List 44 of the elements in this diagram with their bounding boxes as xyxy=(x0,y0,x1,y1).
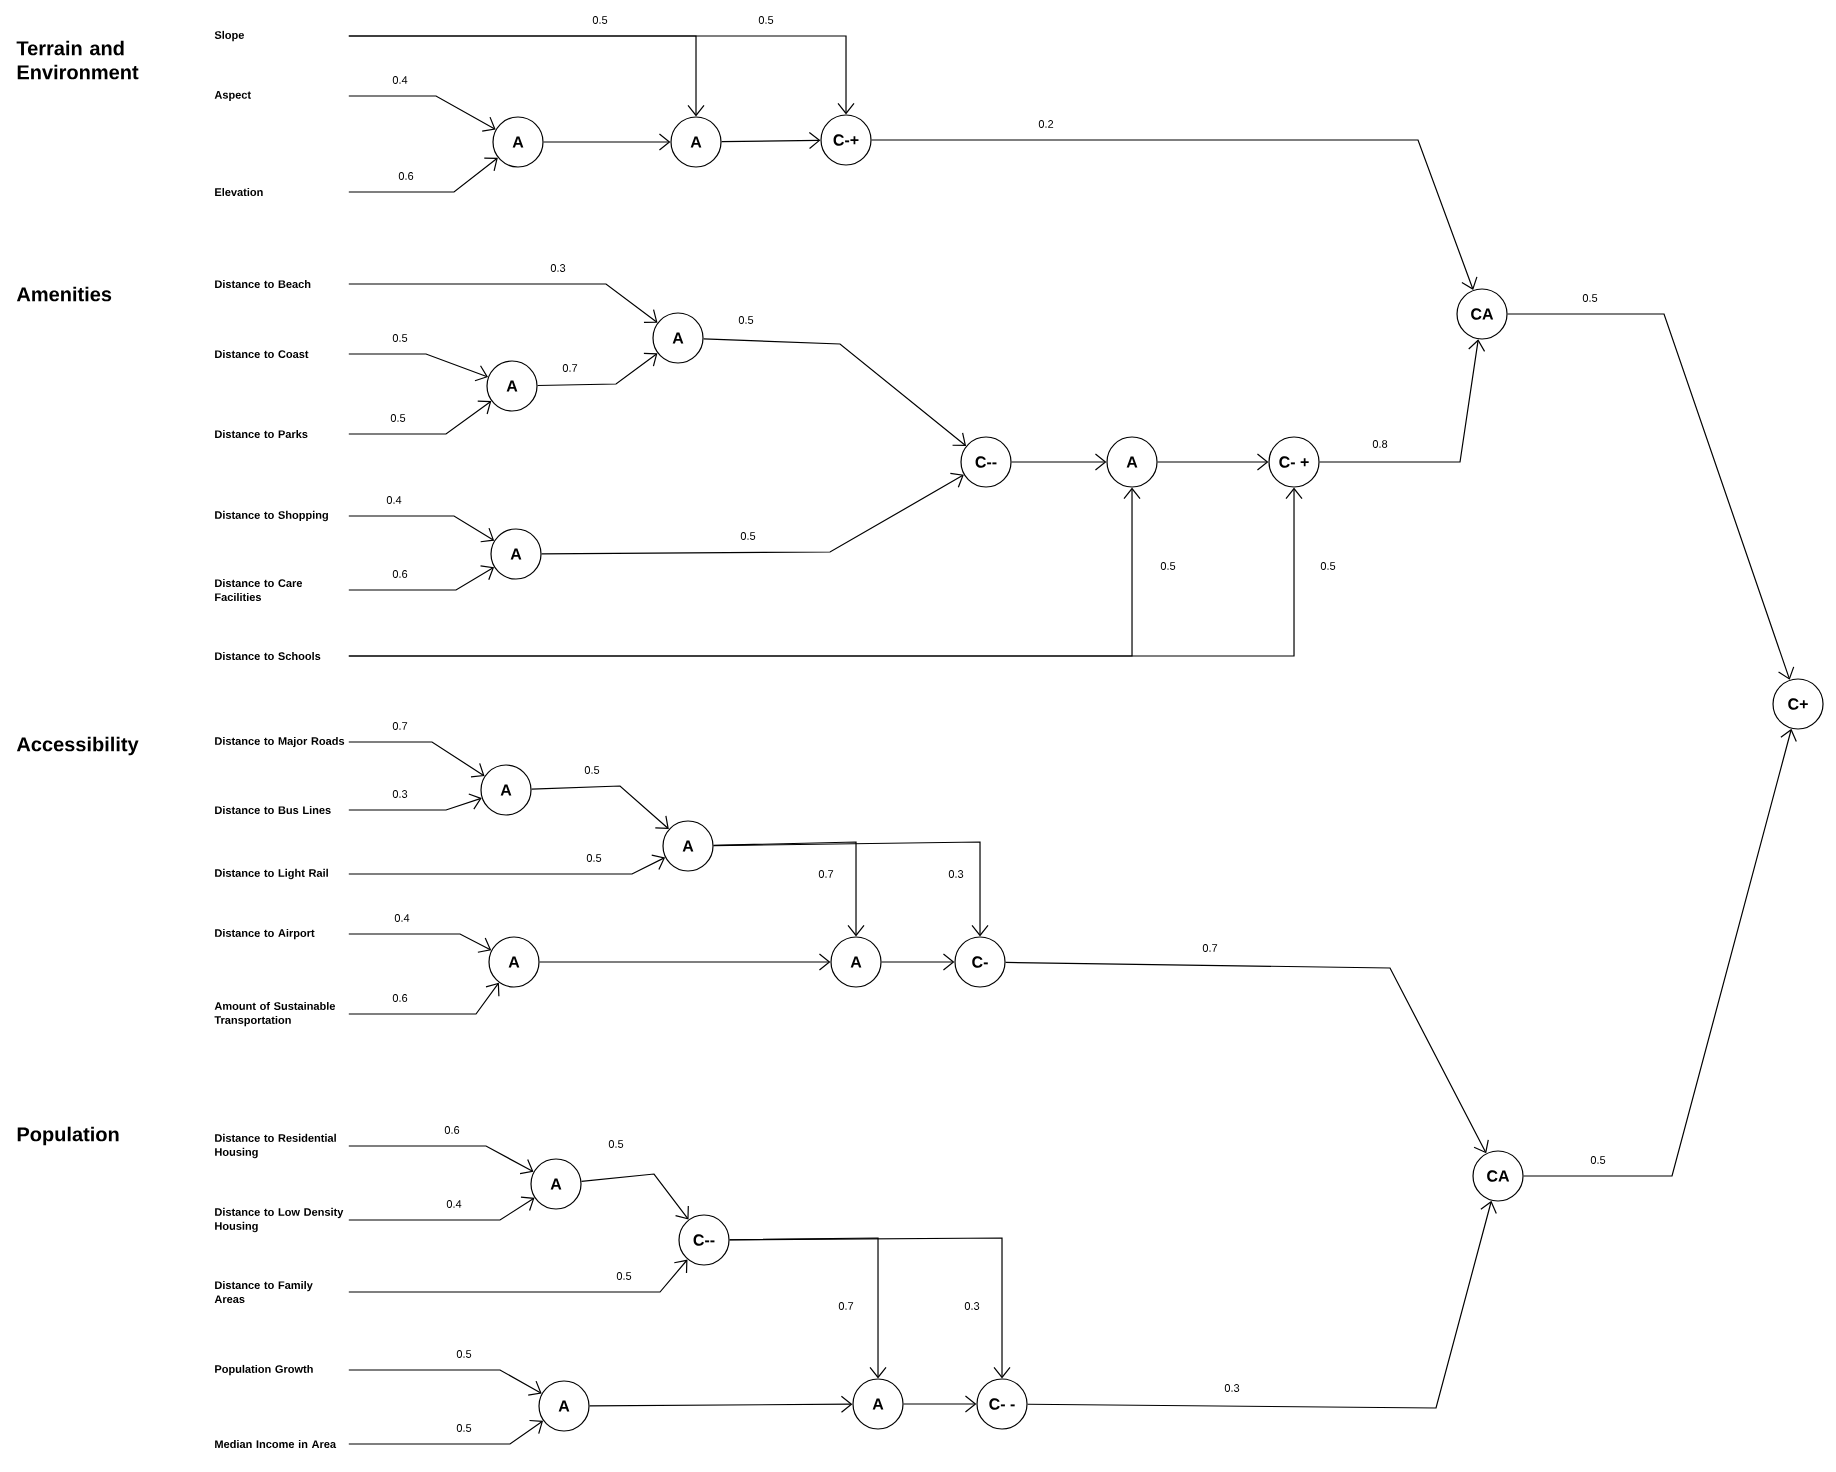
arrow xyxy=(703,338,967,446)
section-heading: Amenities xyxy=(16,286,112,302)
arrow xyxy=(1027,1200,1497,1409)
arrow xyxy=(348,1145,534,1175)
arrow xyxy=(348,982,500,1015)
arrow xyxy=(539,953,831,971)
arrow xyxy=(1507,313,1795,680)
arrow xyxy=(903,1395,977,1413)
arrow xyxy=(348,95,496,132)
arrow xyxy=(871,139,1478,290)
arrow xyxy=(531,785,669,830)
arrow xyxy=(580,1173,689,1220)
arrow xyxy=(348,1259,688,1293)
arrow xyxy=(713,841,989,937)
arrow xyxy=(348,157,498,193)
arrow xyxy=(721,131,821,150)
arrow xyxy=(348,35,855,115)
arrow xyxy=(1005,961,1489,1154)
section-heading: Terrain and Environment xyxy=(16,40,139,80)
arrow xyxy=(348,565,495,591)
arrow xyxy=(543,133,671,151)
section-heading: Accessibility xyxy=(16,736,139,756)
arrow xyxy=(348,1369,542,1396)
arrow xyxy=(1319,339,1486,463)
arrow xyxy=(1011,453,1107,471)
arrow xyxy=(348,793,482,811)
arrow xyxy=(348,933,492,953)
arrow xyxy=(348,1419,544,1445)
arrow xyxy=(589,1395,853,1413)
arrow xyxy=(348,515,495,543)
section-heading: Population xyxy=(17,1126,119,1146)
arrow xyxy=(1523,728,1797,1177)
arrow xyxy=(537,352,658,387)
arrow xyxy=(729,1237,1011,1379)
arrow xyxy=(348,741,485,778)
arrow xyxy=(1157,453,1269,471)
arrow xyxy=(541,472,964,555)
arrow xyxy=(348,487,1303,657)
arrow xyxy=(348,283,658,324)
arrow xyxy=(348,353,489,382)
arrow xyxy=(348,1196,535,1221)
arrow xyxy=(348,854,666,875)
arrow xyxy=(881,953,955,971)
arrow xyxy=(348,400,492,435)
